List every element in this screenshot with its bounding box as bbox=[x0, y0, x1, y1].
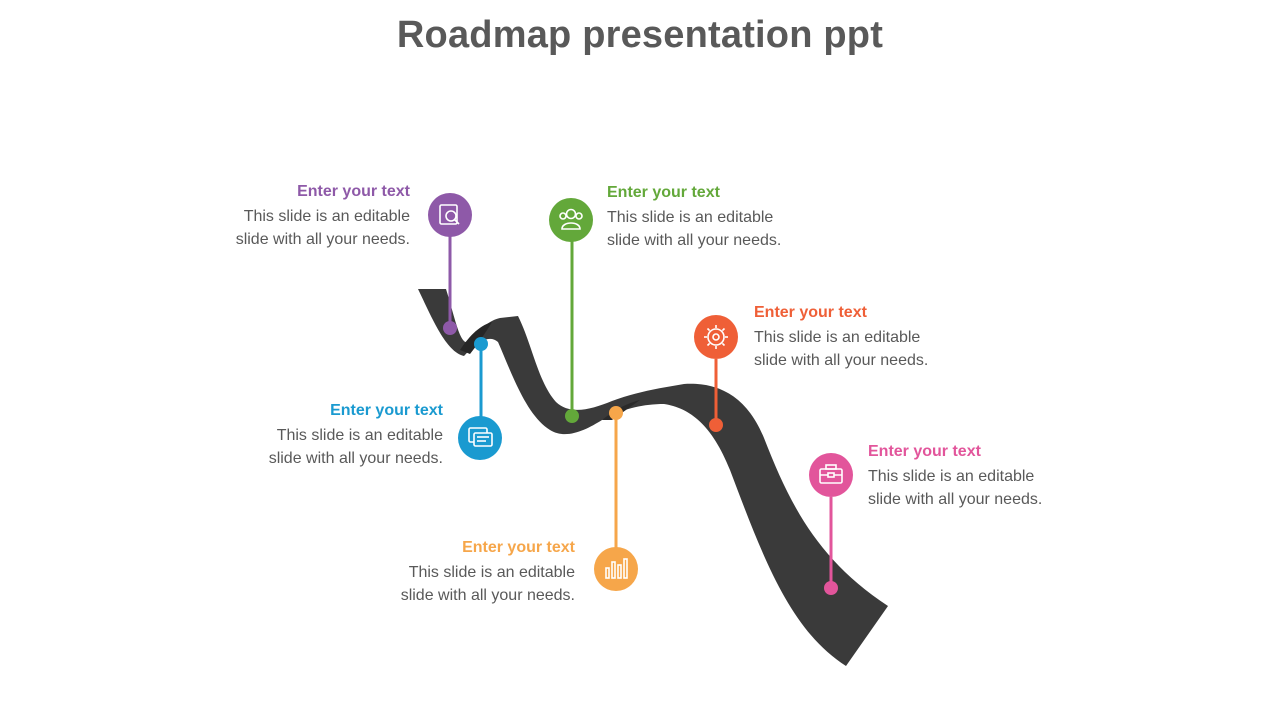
milestone-heading: Enter your text bbox=[462, 539, 575, 556]
milestone-body-line: This slide is an editable bbox=[868, 468, 1035, 485]
team-icon bbox=[559, 208, 583, 230]
milestone-body: This slide is an editable slide with all… bbox=[183, 424, 443, 470]
milestone-body: This slide is an editable slide with all… bbox=[150, 205, 410, 251]
milestone-body: This slide is an editable slide with all… bbox=[754, 326, 1014, 372]
milestone-callout-2: Enter your text This slide is an editabl… bbox=[183, 400, 443, 470]
milestone-body-line: This slide is an editable bbox=[243, 208, 410, 225]
milestone-callout-5: Enter your text This slide is an editabl… bbox=[754, 302, 1014, 372]
milestone-body-line: slide with all your needs. bbox=[607, 232, 782, 249]
milestone-dot bbox=[709, 418, 723, 432]
milestone-body-line: slide with all your needs. bbox=[235, 231, 410, 248]
milestone-dot bbox=[565, 409, 579, 423]
milestone-body-line: This slide is an editable bbox=[754, 329, 921, 346]
milestone-callout-1: Enter your text This slide is an editabl… bbox=[150, 181, 410, 251]
milestone-badge bbox=[694, 315, 738, 359]
page-title: Roadmap presentation ppt bbox=[396, 14, 884, 56]
milestone-dot bbox=[609, 406, 623, 420]
milestone-body-line: slide with all your needs. bbox=[868, 491, 1043, 508]
gear-icon bbox=[704, 325, 728, 349]
milestone-heading: Enter your text bbox=[754, 304, 867, 321]
milestone-heading: Enter your text bbox=[297, 183, 410, 200]
road-ribbon bbox=[418, 289, 888, 666]
milestone-badge bbox=[549, 198, 593, 242]
briefcase-icon bbox=[819, 464, 843, 484]
milestone-heading: Enter your text bbox=[330, 402, 443, 419]
milestone-body: This slide is an editable slide with all… bbox=[315, 561, 575, 607]
milestone-body-line: slide with all your needs. bbox=[268, 450, 443, 467]
milestone-body-line: slide with all your needs. bbox=[754, 352, 929, 369]
milestone-badge bbox=[594, 547, 638, 591]
milestone-callout-6: Enter your text This slide is an editabl… bbox=[868, 441, 1128, 511]
milestone-body-line: This slide is an editable bbox=[607, 209, 774, 226]
chat-document-icon bbox=[468, 427, 493, 447]
milestone-dot bbox=[443, 321, 457, 335]
milestone-dot bbox=[474, 337, 488, 351]
milestone-dot bbox=[824, 581, 838, 595]
milestone-body: This slide is an editable slide with all… bbox=[868, 465, 1128, 511]
milestone-body-line: slide with all your needs. bbox=[400, 587, 575, 604]
milestone-body: This slide is an editable slide with all… bbox=[607, 206, 867, 252]
bar-chart-icon bbox=[605, 558, 628, 579]
milestone-badge bbox=[428, 193, 472, 237]
milestone-body-line: This slide is an editable bbox=[408, 564, 575, 581]
milestone-heading: Enter your text bbox=[607, 184, 720, 201]
milestone-callout-4: Enter your text This slide is an editabl… bbox=[315, 537, 575, 607]
search-document-icon bbox=[439, 204, 460, 225]
milestone-callout-3: Enter your text This slide is an editabl… bbox=[607, 182, 867, 252]
road-fold-shadow bbox=[460, 322, 492, 354]
milestone-heading: Enter your text bbox=[868, 443, 981, 460]
milestone-body-line: This slide is an editable bbox=[276, 427, 443, 444]
